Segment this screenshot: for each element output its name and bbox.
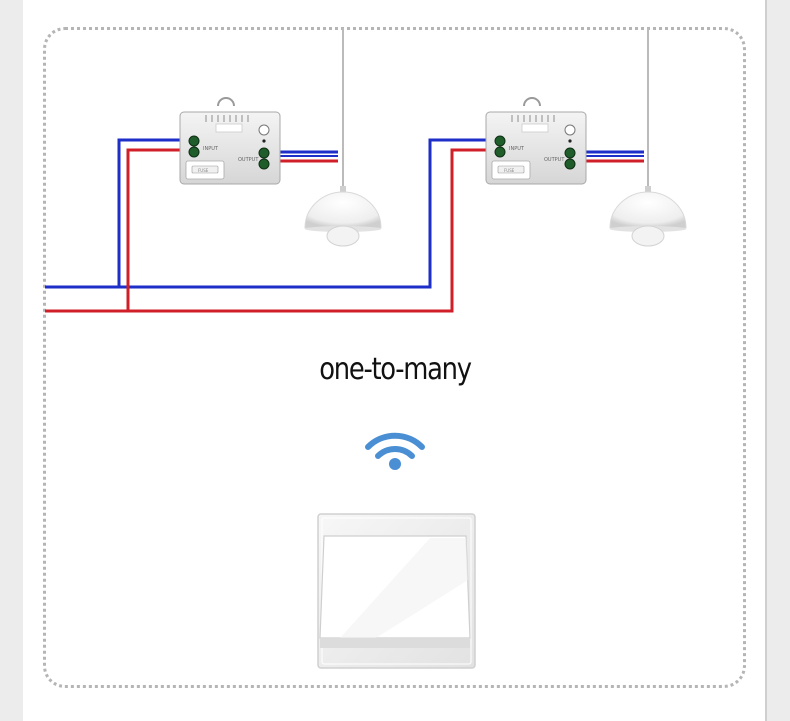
relay-module-icon: INPUT OUTPUT FUSE <box>485 97 587 185</box>
input-label: INPUT <box>509 146 525 152</box>
pendant-lamp-icon <box>304 28 382 247</box>
wall-switch-icon <box>317 513 476 669</box>
output-wires <box>278 150 644 163</box>
output-label: OUTPUT <box>544 157 565 163</box>
wifi-icon <box>365 432 425 470</box>
output-label: OUTPUT <box>238 157 259 163</box>
diagram-caption: one-to-many <box>319 352 472 387</box>
live-branch-wire-1 <box>126 148 185 311</box>
neutral-bus-wire <box>45 138 490 289</box>
neutral-branch-wire-1 <box>117 138 185 287</box>
input-label: INPUT <box>203 146 219 152</box>
pendant-lamp-icon <box>609 28 687 247</box>
bus-wires <box>45 138 490 313</box>
fuse-label: FUSE <box>198 168 209 173</box>
fuse-label: FUSE <box>504 168 515 173</box>
live-bus-wire <box>45 148 490 313</box>
relay-module-icon: INPUT OUTPUT FUSE <box>179 97 281 185</box>
dotted-frame <box>43 27 746 688</box>
